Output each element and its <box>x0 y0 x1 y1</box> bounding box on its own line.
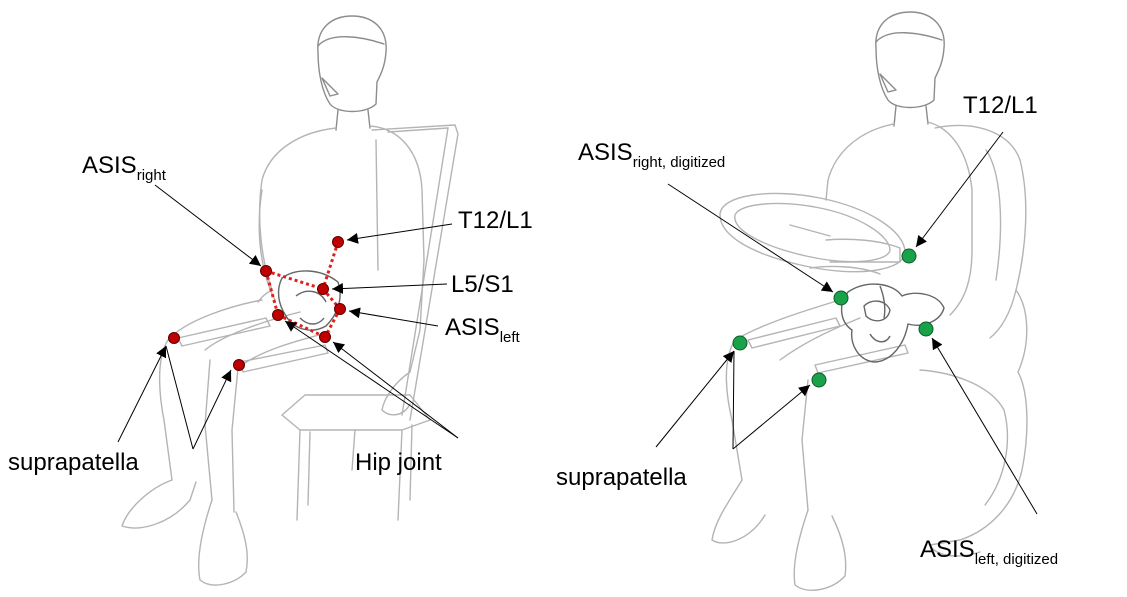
label-suprapatella-right-panel: suprapatella <box>556 464 687 491</box>
marker-suprapatella-right-digitized <box>733 336 747 350</box>
connector-hip-hip <box>278 315 325 337</box>
right-landmark-markers <box>733 249 933 387</box>
label-asis-left-digitized: ASISleft, digitized <box>920 536 1058 568</box>
label-t12-l1-digitized: T12/L1 <box>963 92 1038 119</box>
legs-outline <box>122 300 330 585</box>
marker-t12-l1-digitized <box>902 249 916 263</box>
label-asis-right: ASISright <box>82 152 167 184</box>
marker-hip-joint-right <box>273 310 284 321</box>
connector-asis-right-l5 <box>266 271 323 289</box>
marker-suprapatella-right <box>169 333 180 344</box>
driver-torso-outline <box>826 122 972 315</box>
label-l5-s1: L5/S1 <box>451 271 514 298</box>
marker-suprapatella-left <box>234 360 245 371</box>
marker-asis-left-digitized <box>919 322 933 336</box>
label-asis-left: ASISleft <box>445 314 521 346</box>
left-landmark-markers <box>169 237 346 371</box>
car-seat-outline <box>920 126 1027 556</box>
marker-suprapatella-left-digitized <box>812 373 826 387</box>
marker-asis-right-digitized <box>834 291 848 305</box>
left-labels: ASISright T12/L1 L5/S1 ASISleft suprapat… <box>8 152 533 476</box>
left-figure: ASISright T12/L1 L5/S1 ASISleft suprapat… <box>8 16 533 585</box>
driver-head-outline <box>876 12 944 126</box>
marker-t12-l1 <box>333 237 344 248</box>
label-hip-joint: Hip joint <box>355 449 442 476</box>
right-figure: ASISright, digitized T12/L1 suprapatella… <box>556 12 1058 590</box>
steering-wheel-outline <box>720 193 905 274</box>
torso-outline <box>258 126 424 415</box>
marker-asis-right <box>261 266 272 277</box>
label-asis-right-digitized: ASISright, digitized <box>578 139 725 171</box>
connector-t12-l5 <box>323 242 338 289</box>
marker-hip-joint-left <box>320 332 331 343</box>
marker-l5-s1 <box>318 284 329 295</box>
head-outline <box>318 16 386 130</box>
label-t12-l1: T12/L1 <box>458 207 533 234</box>
marker-asis-left <box>335 304 346 315</box>
label-suprapatella-left-panel: suprapatella <box>8 449 139 476</box>
